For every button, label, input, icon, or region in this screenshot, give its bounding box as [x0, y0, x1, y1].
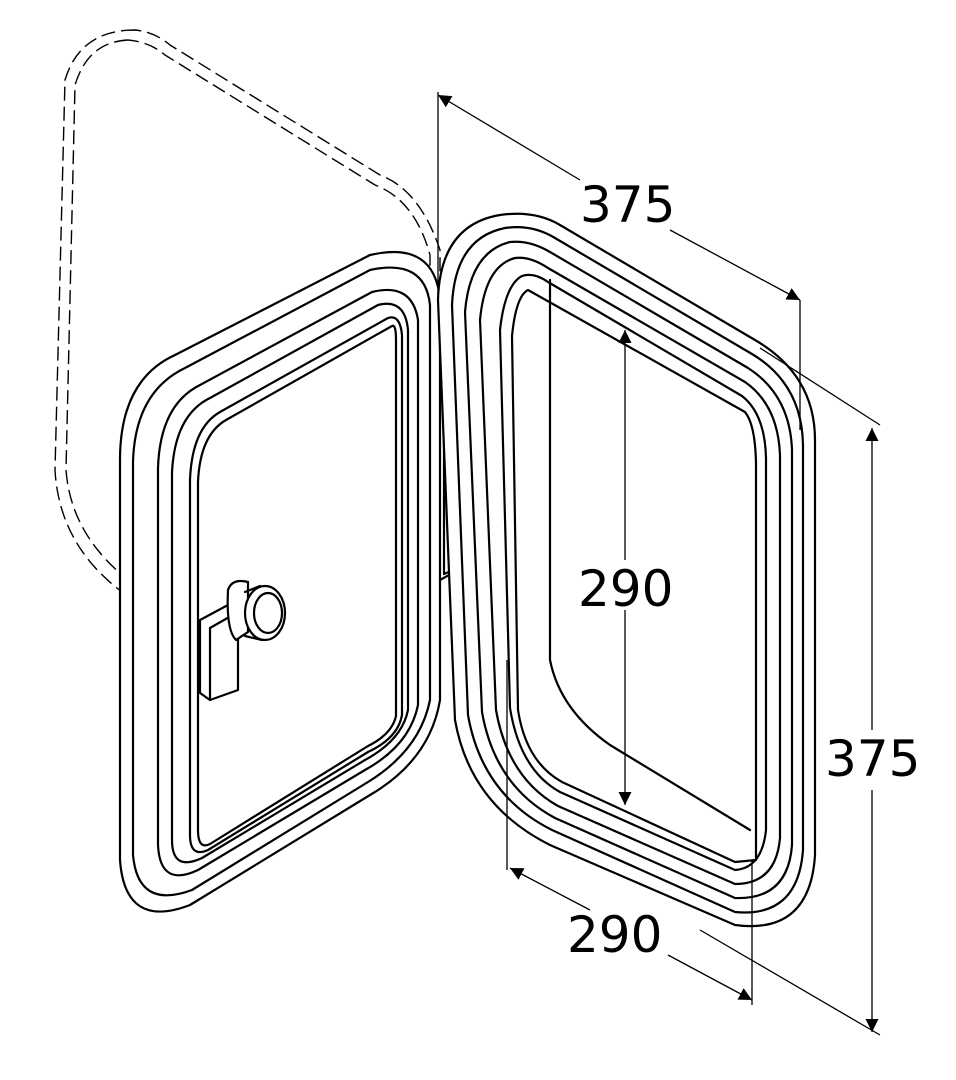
dim-inner-height: 290	[578, 560, 673, 618]
dim-inner-width: 290	[567, 906, 662, 964]
dim-right-height: 375	[825, 730, 920, 788]
left-door-panel	[118, 250, 442, 913]
right-frame-panel	[436, 212, 817, 928]
latch-knob-icon	[198, 579, 287, 702]
dim-top-width: 375	[580, 176, 675, 234]
dimension-lines	[437, 92, 881, 1036]
